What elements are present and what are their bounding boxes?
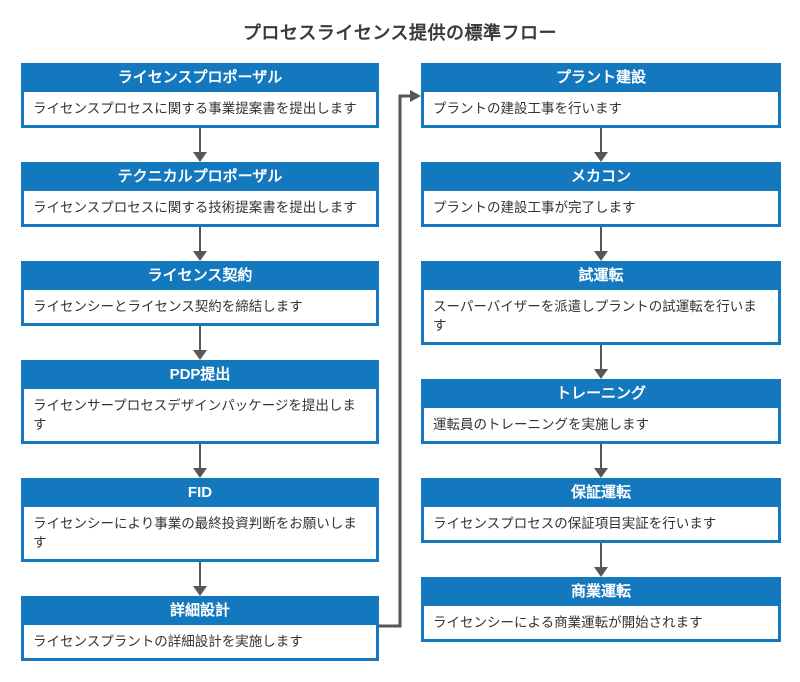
flow-step-box: テクニカルプロポーザル ライセンスプロセスに関する技術提案書を提出します bbox=[21, 162, 379, 227]
down-arrow-icon bbox=[421, 543, 781, 577]
step-header: ライセンスプロポーザル bbox=[117, 69, 283, 86]
down-arrow-icon bbox=[421, 444, 781, 478]
flow-step-box: プラント建設 プラントの建設工事を行います bbox=[421, 63, 781, 128]
down-arrow-icon bbox=[21, 444, 379, 478]
down-arrow-icon bbox=[21, 562, 379, 596]
flow-step-box: 試運転 スーパーバイザーを派遣しプラントの試運転を行います bbox=[421, 261, 781, 345]
flow-step-box: FID ライセンシーにより事業の最終投資判断をお願いします bbox=[21, 478, 379, 562]
down-arrow-icon bbox=[421, 128, 781, 162]
step-description: ライセンスプロセスに関する事業提案書を提出します bbox=[24, 92, 376, 125]
page-title: プロセスライセンス提供の標準フロー bbox=[242, 23, 558, 43]
step-header: テクニカルプロポーザル bbox=[117, 168, 283, 185]
step-description: プラントの建設工事が完了します bbox=[424, 191, 778, 224]
step-header: メカコン bbox=[570, 168, 631, 185]
step-description: ライセンスプロセスの保証項目実証を行います bbox=[424, 507, 778, 540]
flow-step-box: ライセンスプロポーザル ライセンスプロセスに関する事業提案書を提出します bbox=[21, 63, 379, 128]
down-arrow-icon bbox=[421, 227, 781, 261]
flow-step-box: メカコン プラントの建設工事が完了します bbox=[421, 162, 781, 227]
step-header: FID bbox=[187, 484, 213, 501]
flow-column-right: プラント建設 プラントの建設工事を行います メカコン プラントの建設工事が完了し… bbox=[421, 63, 781, 642]
step-header: PDP提出 bbox=[169, 366, 231, 383]
step-header: 商業運転 bbox=[570, 583, 631, 600]
flow-column-left: ライセンスプロポーザル ライセンスプロセスに関する事業提案書を提出します テクニ… bbox=[21, 63, 379, 661]
flow-step-box: ライセンス契約 ライセンシーとライセンス契約を締結します bbox=[21, 261, 379, 326]
down-arrow-icon bbox=[21, 128, 379, 162]
step-header: プラント建設 bbox=[555, 69, 646, 86]
flow-step-box: 保証運転 ライセンスプロセスの保証項目実証を行います bbox=[421, 478, 781, 543]
down-arrow-icon bbox=[21, 227, 379, 261]
step-description: ライセンスプロセスに関する技術提案書を提出します bbox=[24, 191, 376, 224]
flow-step-box: 商業運転 ライセンシーによる商業運転が開始されます bbox=[421, 577, 781, 642]
step-description: ライセンシーとライセンス契約を締結します bbox=[24, 290, 376, 323]
down-arrow-icon bbox=[421, 345, 781, 379]
step-description: 運転員のトレーニングを実施します bbox=[424, 408, 778, 441]
step-header: 詳細設計 bbox=[169, 602, 230, 619]
step-description: ライセンシーによる商業運転が開始されます bbox=[424, 606, 778, 639]
step-description: ライセンシーにより事業の最終投資判断をお願いします bbox=[24, 507, 376, 559]
flow-step-box: トレーニング 運転員のトレーニングを実施します bbox=[421, 379, 781, 444]
flow-step-box: 詳細設計 ライセンスプラントの詳細設計を実施します bbox=[21, 596, 379, 661]
step-header: 保証運転 bbox=[570, 484, 631, 501]
step-description: ライセンスプラントの詳細設計を実施します bbox=[24, 625, 376, 658]
down-arrow-icon bbox=[21, 326, 379, 360]
step-header: トレーニング bbox=[555, 385, 646, 402]
step-description: ライセンサープロセスデザインパッケージを提出します bbox=[24, 389, 376, 441]
step-header: ライセンス契約 bbox=[147, 267, 253, 284]
flow-step-box: PDP提出 ライセンサープロセスデザインパッケージを提出します bbox=[21, 360, 379, 444]
step-header: 試運転 bbox=[578, 267, 624, 284]
step-description: スーパーバイザーを派遣しプラントの試運転を行います bbox=[424, 290, 778, 342]
step-description: プラントの建設工事を行います bbox=[424, 92, 778, 125]
